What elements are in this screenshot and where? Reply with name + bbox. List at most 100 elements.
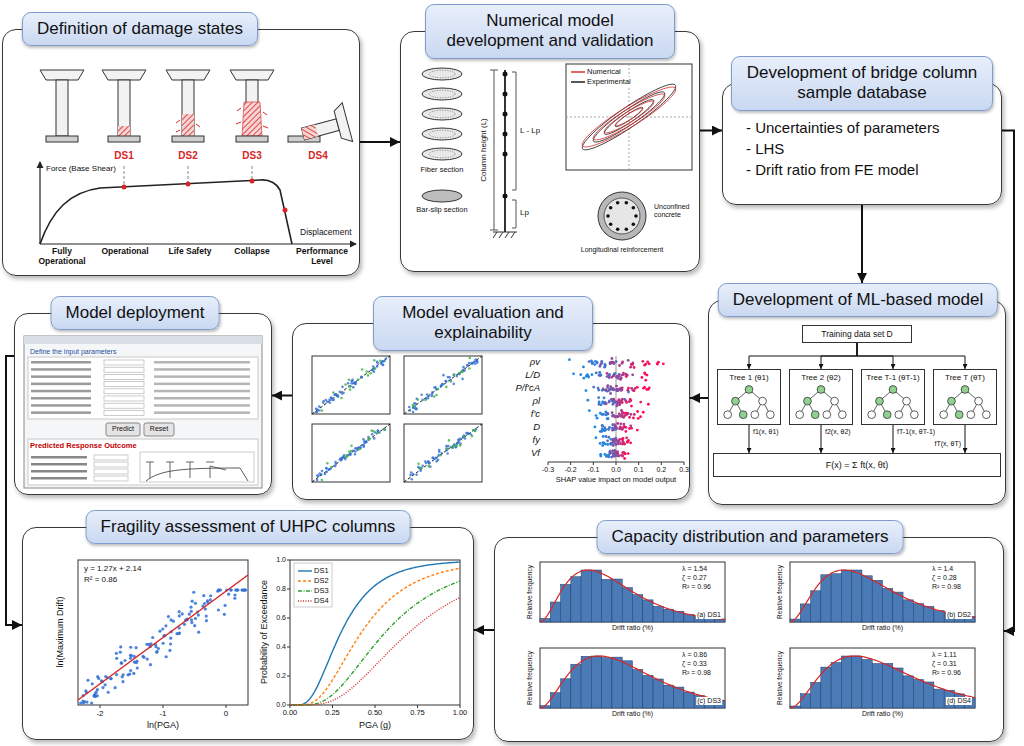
parity-points: [344, 383, 347, 386]
shap-beeswarm: [618, 413, 621, 416]
stage-panel: Model evaluation and explainability: [292, 296, 690, 500]
shap-beeswarm: [607, 417, 610, 420]
legend-entry: Numerical: [570, 67, 622, 76]
histogram-annotation: R² = 0.98: [931, 583, 962, 591]
parity-points: [466, 364, 469, 367]
collapsed-column-ds4: [301, 119, 339, 140]
box-text: Tree 2 (θ2): [801, 372, 840, 383]
regression-points: [233, 593, 236, 596]
pier-column-ds3: [230, 70, 274, 142]
stage-heading: Development of bridge column sample data…: [731, 56, 993, 111]
shap-beeswarm: [610, 361, 613, 364]
pushover-curve: [40, 243, 356, 244]
fiber-sections: [429, 110, 455, 118]
shap-beeswarm: [582, 366, 585, 369]
parity-points: [347, 382, 350, 385]
parity-points: [420, 467, 423, 470]
tree-node: [948, 397, 956, 405]
shap-beeswarm: [609, 385, 612, 388]
shap-beeswarm: [618, 438, 621, 441]
regression-points: [205, 619, 208, 622]
regression-points: [158, 630, 161, 633]
parity-points: [334, 393, 337, 396]
column-model: [493, 232, 517, 238]
shap-beeswarm: [618, 364, 621, 367]
regression-points: [194, 602, 197, 605]
regression-points: [114, 686, 117, 689]
shap-beeswarm: [629, 366, 632, 369]
regression-points: [129, 646, 132, 649]
box-text: Tree T-1 (θT-1): [866, 372, 919, 383]
histogram-annotation: (d) DS4: [946, 697, 972, 705]
model-part-label: L - Lp: [520, 126, 540, 135]
parity-points: [350, 444, 353, 447]
parity-points: [348, 378, 351, 381]
histograms: [831, 574, 841, 622]
flow-arrow: [749, 343, 857, 369]
stage-panel: Model deployment: [14, 296, 272, 495]
gui-screenshot: [24, 336, 262, 488]
parity-points: [349, 454, 352, 457]
histogram-annotation: Drift ratio (%): [612, 710, 653, 718]
shap-beeswarm: [630, 363, 633, 366]
parity-points: [433, 395, 436, 398]
shap-beeswarm: [604, 389, 607, 392]
flow-arrow: [690, 397, 708, 399]
histograms: [934, 689, 944, 708]
regression-points: [197, 631, 200, 634]
parity-points: [361, 368, 364, 371]
parity-points: [425, 462, 428, 465]
regression-points: [194, 617, 197, 620]
collapsed-column-ds4: [288, 103, 353, 154]
parity-points: [368, 437, 371, 440]
histograms: [872, 664, 882, 708]
shap-beeswarm: [627, 387, 630, 390]
histograms: [602, 658, 612, 708]
parity-points: [362, 444, 365, 447]
histogram-annotation: λ = 1.11: [931, 651, 958, 659]
shap-beeswarm: [628, 427, 631, 430]
gui-fields: [31, 360, 250, 481]
pushover-curve: [122, 185, 127, 190]
parity-points: [445, 386, 448, 389]
regression-plot: [78, 560, 248, 708]
legend-line: [298, 590, 312, 591]
regression-points: [189, 606, 192, 609]
pier-column-ds2: [166, 70, 210, 80]
histogram-annotation: ζ = 0.27: [681, 574, 708, 582]
damage-state-tag: DS1: [114, 150, 133, 162]
fragility-curves: [291, 568, 460, 705]
pier-column-ds1: [102, 70, 146, 80]
column-model: [490, 70, 517, 238]
shap-beeswarm: [614, 372, 617, 375]
shap-beeswarm: [622, 426, 625, 429]
fragility-plot: [287, 560, 460, 708]
gui-screenshot: [24, 336, 262, 488]
pier-column-ds1: [102, 70, 146, 142]
rebar: [609, 222, 613, 226]
parity-points: [453, 444, 456, 447]
regression-points: [188, 613, 191, 616]
shap-beeswarm: [628, 416, 631, 419]
gui-fields: [94, 476, 128, 481]
panel-body: - Uncertainties of parameters- LHS- Drif…: [746, 117, 992, 180]
shap-beeswarm: [610, 361, 613, 364]
gui-screenshot: [28, 439, 258, 485]
histogram-annotation: ζ = 0.33: [681, 660, 708, 668]
shap-beeswarm: [621, 398, 624, 401]
regression-points: [95, 691, 98, 694]
fragility-curves: [291, 581, 460, 705]
fiber-sections: [422, 68, 462, 202]
rebar: [606, 214, 610, 218]
tick-label: 0.4: [276, 643, 286, 651]
rebar: [632, 222, 636, 226]
hysteresis-loop: [593, 92, 664, 142]
gui-screenshot: [140, 452, 254, 482]
tick-label: 0.50: [368, 709, 383, 718]
regression-points: [115, 657, 118, 660]
parity-points: [433, 386, 436, 389]
tree-output-label: fT(x, θT): [935, 440, 961, 448]
tree-node: [751, 411, 759, 419]
regression-points: [136, 666, 139, 669]
pushover-curve: [250, 179, 255, 184]
